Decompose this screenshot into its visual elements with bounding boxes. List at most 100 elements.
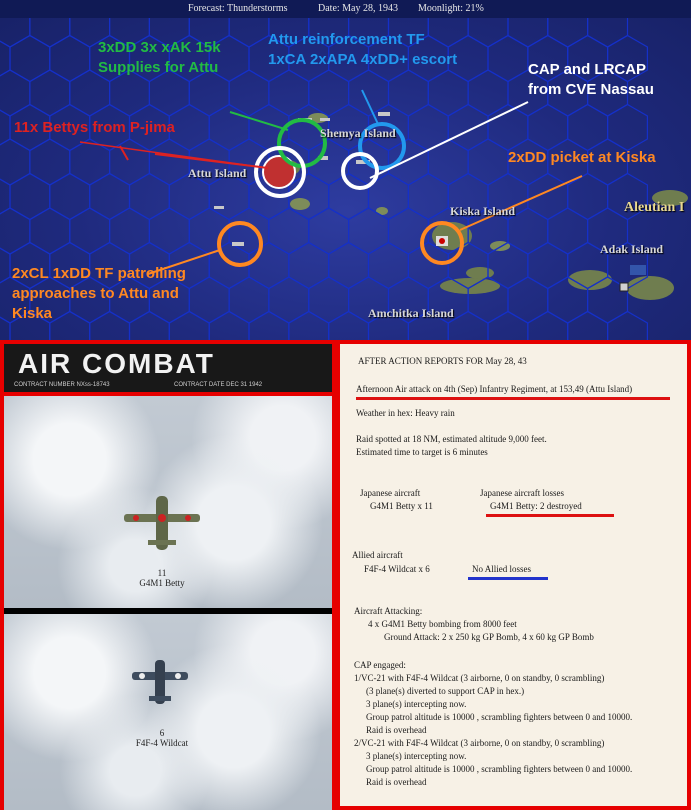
annotation-line: 2xCL 1xDD TF patrolling: [12, 265, 186, 282]
supplies-pointer-line: [229, 111, 289, 131]
hex-cell: [0, 138, 31, 186]
hex-cell: [9, 172, 51, 221]
aleutian-island-shape: [652, 190, 688, 206]
ship-marker: [378, 112, 390, 116]
adak-island-shape: [568, 270, 612, 290]
jp-aircraft-value: G4M1 Betty x 11: [370, 501, 433, 511]
cap-line-2: (3 plane(s) diverted to support CAP in h…: [366, 686, 525, 696]
time-to-target-line: Estimated time to target is 6 minutes: [356, 447, 488, 457]
hex-cell: [288, 172, 330, 221]
hex-cell: [507, 18, 549, 48]
hex-cell: [228, 276, 270, 324]
attu-base-marker: [262, 155, 296, 189]
place-attu: Attu Island: [188, 166, 247, 180]
allied-aircraft-value: F4F-4 Wildcat x 6: [364, 564, 430, 574]
hex-cell: [168, 103, 210, 152]
cap-circle-tf: [341, 152, 379, 190]
place-adak: Adak Island: [600, 242, 664, 256]
cap-label: CAP engaged:: [354, 660, 406, 670]
hex-cell: [567, 310, 609, 340]
hex-cell: [9, 310, 51, 340]
after-action-report[interactable]: AFTER ACTION REPORTS FOR May 28, 43 Afte…: [340, 344, 687, 806]
map-canvas: [0, 18, 688, 340]
cap-line-8: Group patrol altitude is 10000 , scrambl…: [366, 764, 633, 774]
jp-losses-label: Japanese aircraft losses: [480, 488, 564, 498]
hex-cell: [308, 69, 350, 117]
hex-cell: [427, 138, 469, 186]
place-amchitka: Amchitka Island: [368, 306, 454, 320]
cap-pointer-line: [369, 101, 529, 179]
hex-cell: [49, 172, 91, 221]
contract-date: CONTRACT DATE DEC 31 1942: [174, 382, 263, 388]
hex-cell: [128, 172, 170, 221]
agattu-island-shape: [290, 198, 310, 210]
raid-spotted-line: Raid spotted at 18 NM, estimated altitud…: [356, 434, 547, 444]
annotation-line: 3xDD 3x xAK 15k: [98, 39, 221, 56]
allied-type: F4F-4 Wildcat: [135, 738, 189, 748]
hex-cell: [248, 241, 290, 290]
hex-cell: [547, 18, 589, 48]
moonlight-text: Moonlight: 21%: [418, 3, 484, 14]
hex-cell: [248, 310, 290, 340]
ship-marker: [356, 160, 370, 164]
hex-cell: [148, 207, 190, 255]
contract-number: CONTRACT NUMBER NXss-18743: [14, 382, 110, 388]
airbase-icon: [619, 282, 629, 292]
attack-underline: [356, 397, 670, 400]
hex-cell: [367, 310, 409, 340]
hex-cell: [328, 172, 370, 221]
attacking-line-1: 4 x G4M1 Betty bombing from 8000 feet: [368, 619, 517, 629]
hex-cell: [507, 276, 549, 324]
cap-circle-attu: [254, 146, 306, 198]
cap-line-7: 3 plane(s) intercepting now.: [366, 751, 467, 761]
hex-cell: [606, 310, 649, 340]
cap-line-4: Group patrol altitude is 10000 , scrambl…: [366, 712, 633, 722]
combat-panel: AIR COMBAT CONTRACT NUMBER NXss-18743 CO…: [0, 340, 691, 810]
annotation-supplies: 3xDD 3x xAK 15k Supplies for Attu: [98, 38, 221, 78]
weather-line: Weather in hex: Heavy rain: [356, 408, 455, 418]
hex-cell: [268, 207, 310, 255]
hex-cell: [228, 18, 270, 48]
reinforcement-tf-circle: [358, 122, 406, 170]
picket-pointer-line: [459, 175, 583, 231]
hex-cell: [367, 241, 409, 290]
hex-cell: [0, 18, 31, 48]
air-combat-title: AIR COMBAT: [18, 348, 215, 379]
hex-cell: [288, 310, 330, 340]
allied-losses-value: No Allied losses: [472, 564, 532, 574]
allied-losses-underline: [468, 577, 548, 580]
allied-aircraft-view: 6 F4F-4 Wildcat: [4, 614, 332, 810]
allied-count: 6: [159, 728, 165, 738]
hex-cell: [29, 138, 71, 186]
annotation-line: from CVE Nassau: [528, 81, 654, 98]
annotation-line: approaches to Attu and: [12, 285, 179, 302]
hex-cell: [168, 310, 210, 340]
hex-cell: [447, 310, 489, 340]
hex-cell: [228, 69, 270, 117]
hex-cell: [9, 34, 51, 83]
hex-map[interactable]: Shemya Island Attu Island Kiska Island A…: [0, 18, 691, 340]
hex-cell: [29, 207, 71, 255]
hex-cell: [527, 310, 569, 340]
hex-cell: [89, 172, 131, 221]
hex-cell: [387, 69, 429, 117]
date-text: Date: May 28, 1943: [318, 3, 398, 14]
wildcat-plane-icon: [132, 660, 188, 704]
status-bar: Forecast: Thunderstorms Date: May 28, 19…: [0, 0, 691, 18]
place-shemya: Shemya Island: [320, 126, 396, 140]
island-shapes: [264, 113, 688, 300]
islet-shape: [490, 241, 510, 251]
annotation-line: Kiska: [12, 305, 53, 322]
island-shape: [626, 276, 674, 300]
hex-cell: [487, 34, 529, 83]
hex-grid: [0, 18, 649, 340]
divider: [4, 608, 332, 614]
japanese-type: G4M1 Betty: [139, 578, 185, 588]
ship-marker: [232, 242, 244, 246]
annotation-line: 11x Bettys from P-jima: [14, 119, 175, 136]
hex-cell: [467, 69, 509, 117]
air-combat-panel: AIR COMBAT CONTRACT NUMBER NXss-18743 CO…: [4, 344, 332, 810]
hex-cell: [108, 138, 150, 186]
hex-cell: [467, 138, 509, 186]
hex-cell: [328, 310, 370, 340]
